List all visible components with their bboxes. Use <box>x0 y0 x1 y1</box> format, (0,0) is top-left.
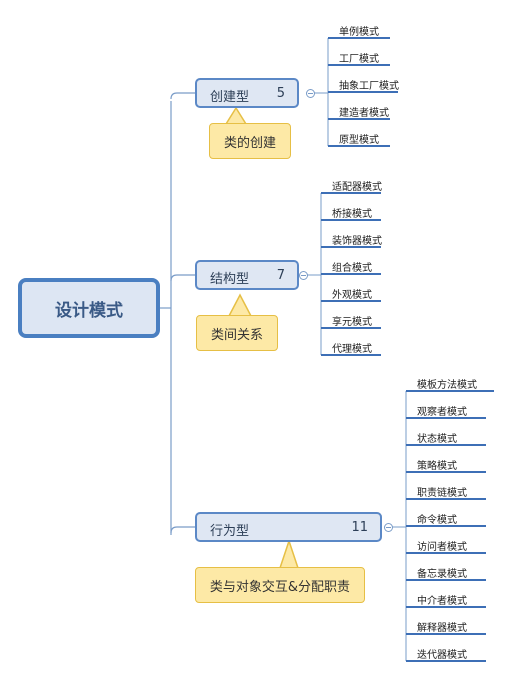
leaf-topic[interactable]: 适配器模式 <box>332 182 382 193</box>
branch-connector <box>170 92 195 100</box>
leaf-topic[interactable]: 中介者模式 <box>417 596 467 607</box>
note-behavioral: 类与对象交互&分配职责 <box>195 567 365 603</box>
root-topic-label: 设计模式 <box>55 300 123 321</box>
leaf-topic[interactable]: 装饰器模式 <box>332 236 382 247</box>
branch-structural[interactable]: 结构型 7 <box>195 260 299 290</box>
branch-behavioral[interactable]: 行为型 11 <box>195 512 382 542</box>
leaf-topic[interactable]: 策略模式 <box>417 461 457 472</box>
branch-label: 创建型 <box>210 90 250 105</box>
collapse-icon[interactable] <box>299 271 308 280</box>
leaf-topic[interactable]: 建造者模式 <box>339 108 389 119</box>
branch-count: 11 <box>351 520 368 535</box>
leaf-topic[interactable]: 状态模式 <box>417 434 457 445</box>
branch-label: 结构型 <box>210 272 250 287</box>
collapse-icon[interactable] <box>384 523 393 532</box>
leaf-topic[interactable]: 享元模式 <box>332 317 372 328</box>
branch-connector <box>170 274 195 282</box>
leaf-topic[interactable]: 解释器模式 <box>417 623 467 634</box>
leaf-topic[interactable]: 抽象工厂模式 <box>339 81 399 92</box>
collapse-icon[interactable] <box>306 89 315 98</box>
branch-count: 7 <box>276 268 285 283</box>
note-structural: 类间关系 <box>196 315 278 351</box>
leaf-topic[interactable]: 模板方法模式 <box>417 380 477 391</box>
note-tail <box>278 538 300 569</box>
branch-connector <box>170 526 195 534</box>
leaf-topic[interactable]: 观察者模式 <box>417 407 467 418</box>
branch-creational[interactable]: 创建型 5 <box>195 78 299 108</box>
note-tail <box>224 106 248 125</box>
root-topic[interactable]: 设计模式 <box>18 278 160 338</box>
branch-label: 行为型 <box>210 524 250 539</box>
leaf-topic[interactable]: 命令模式 <box>417 515 457 526</box>
leaf-topic[interactable]: 代理模式 <box>332 344 372 355</box>
leaf-topic[interactable]: 工厂模式 <box>339 54 379 65</box>
leaf-topic[interactable]: 迭代器模式 <box>417 650 467 661</box>
note-text: 类与对象交互&分配职责 <box>209 579 351 595</box>
leaf-topic[interactable]: 外观模式 <box>332 290 372 301</box>
leaf-topic[interactable]: 备忘录模式 <box>417 569 467 580</box>
leaf-topic[interactable]: 组合模式 <box>332 263 372 274</box>
note-tail <box>227 293 253 317</box>
branch-count: 5 <box>276 86 285 101</box>
note-creational: 类的创建 <box>209 123 291 159</box>
leaf-topic[interactable]: 单例模式 <box>339 27 379 38</box>
leaf-topic[interactable]: 原型模式 <box>339 135 379 146</box>
note-text: 类间关系 <box>210 327 263 343</box>
leaf-topic[interactable]: 访问者模式 <box>417 542 467 553</box>
leaf-topic[interactable]: 桥接模式 <box>332 209 372 220</box>
note-text: 类的创建 <box>223 135 276 151</box>
leaf-topic[interactable]: 职责链模式 <box>417 488 467 499</box>
